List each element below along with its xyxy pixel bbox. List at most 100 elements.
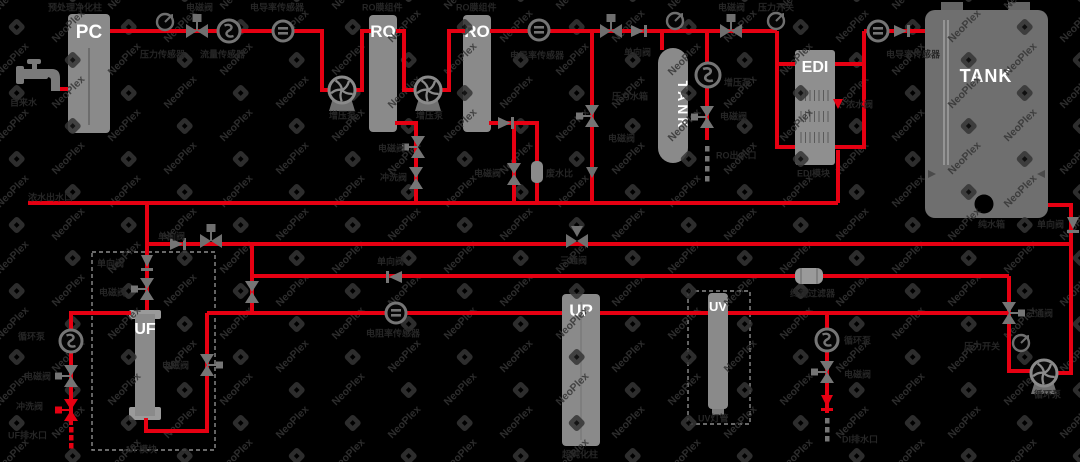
drain-dot: [705, 166, 710, 172]
watermark-icon: [120, 19, 137, 35]
gauge-arrow: [168, 14, 173, 19]
pc-title: PC: [76, 22, 103, 43]
watermark-icon: [624, 316, 641, 332]
watermark-icon: [232, 217, 249, 233]
sensor-bar: [873, 27, 883, 30]
watermark-text: NeoPlex: [610, 403, 648, 441]
watermark-icon: [120, 85, 137, 101]
tank-main-title: TANK: [960, 66, 1013, 86]
diagram-label: 循环泵: [844, 335, 872, 346]
filter-icon: [795, 268, 823, 284]
watermark-icon: [344, 19, 361, 35]
checkD-icon: [141, 255, 153, 271]
watermark-icon-shape: [1072, 448, 1080, 462]
valve-actuator: [131, 285, 138, 293]
valve-wing: [64, 410, 78, 421]
watermark-text: NeoPlex: [218, 436, 256, 462]
watermark-icon: [1072, 118, 1080, 134]
valve-actuator: [55, 372, 62, 380]
watermark-icon-glyph: [293, 57, 300, 63]
solenoid-coil: [192, 14, 202, 22]
watermark-icon-shape: [1072, 0, 1080, 2]
ro1-body: [369, 15, 397, 132]
watermark-icon: [904, 151, 921, 167]
watermark-text: NeoPlex: [1058, 7, 1080, 45]
valve-wing: [186, 24, 197, 38]
valve-wing: [611, 24, 622, 38]
solenoid-icon: [186, 14, 208, 38]
watermark-icon: [176, 184, 193, 200]
uf-body: [135, 314, 155, 416]
watermark-icon: [1072, 0, 1080, 2]
check-valve-cone: [170, 238, 183, 250]
watermark-icon: [848, 250, 865, 266]
watermark-icon-shape: [512, 0, 529, 2]
pumpFan-icon: [327, 75, 357, 111]
watermark-icon: [624, 448, 641, 462]
watermark-text: NeoPlex: [778, 370, 816, 408]
sensor-bar: [534, 31, 544, 34]
drain-dot: [825, 427, 830, 433]
reject-arrow: [833, 99, 843, 109]
watermark-icon: [1072, 184, 1080, 200]
valve-wing: [577, 234, 588, 248]
valve-wing: [820, 372, 834, 383]
check-valve-seat: [386, 271, 389, 283]
needleV-icon: [409, 167, 423, 189]
watermark-icon: [624, 118, 641, 134]
watermark-icon: [344, 217, 361, 233]
solenoid-icon: [600, 14, 622, 38]
uf-title: UF: [134, 321, 156, 338]
watermark-text: NeoPlex: [1058, 271, 1080, 309]
drain-dot: [705, 146, 710, 152]
watermark-text: NeoPlex: [0, 238, 32, 276]
drain-dot: [69, 443, 74, 449]
watermark-icon-shape: [1072, 382, 1080, 398]
watermark-icon: [680, 283, 697, 299]
diagram-label: 增压泵: [329, 110, 357, 121]
watermark-text: NeoPlex: [330, 436, 368, 462]
diagram-label: UF排水口: [8, 430, 47, 441]
watermark-icon-shape: [1072, 52, 1080, 68]
watermark-icon: [1016, 85, 1033, 101]
watermark-icon: [624, 184, 641, 200]
watermark-icon-shape: [1072, 316, 1080, 332]
valve-wing: [731, 24, 742, 38]
watermark-icon: [624, 52, 641, 68]
watermark-text: NeoPlex: [890, 304, 928, 342]
dots-icon: [69, 427, 74, 449]
watermark-icon: [176, 118, 193, 134]
pump-blade: [420, 79, 430, 91]
watermark-icon: [568, 151, 585, 167]
watermark-icon: [736, 382, 753, 398]
needleV-icon: [507, 163, 521, 185]
checkD-icon: [821, 395, 833, 411]
diagram-label: 浓水出水口: [28, 192, 73, 203]
gauge-needle: [1020, 337, 1027, 344]
diagram-label: 电磁阀: [718, 2, 745, 13]
checkR-icon: [498, 117, 514, 129]
watermark-icon: [8, 415, 25, 431]
up-title: UP: [569, 301, 593, 320]
needleV-icon: [576, 105, 599, 127]
watermark-text: NeoPlex: [106, 106, 144, 144]
equipment-ro1: RO: [369, 15, 397, 132]
watermark-icon-glyph: [293, 255, 300, 261]
faucet-body: [22, 69, 48, 79]
valve-wing: [200, 365, 214, 376]
watermark-icon: [400, 448, 417, 462]
watermark-icon: [736, 52, 753, 68]
diagram-label: 电导率传感器: [886, 49, 941, 60]
watermark-text: NeoPlex: [890, 106, 928, 144]
equipment-uf: UF: [129, 310, 161, 420]
pumpFan-icon: [1029, 358, 1059, 394]
watermark-text: NeoPlex: [218, 304, 256, 342]
gauge-arrow: [779, 13, 784, 18]
tank-vent: [1008, 2, 1030, 12]
needleV-icon: [200, 354, 223, 376]
check-valve-seat: [511, 117, 514, 129]
valve-actuator: [55, 406, 62, 414]
watermark-text: NeoPlex: [1058, 403, 1080, 441]
ro2-body: [463, 15, 491, 132]
watermark-icon: [792, 349, 809, 365]
